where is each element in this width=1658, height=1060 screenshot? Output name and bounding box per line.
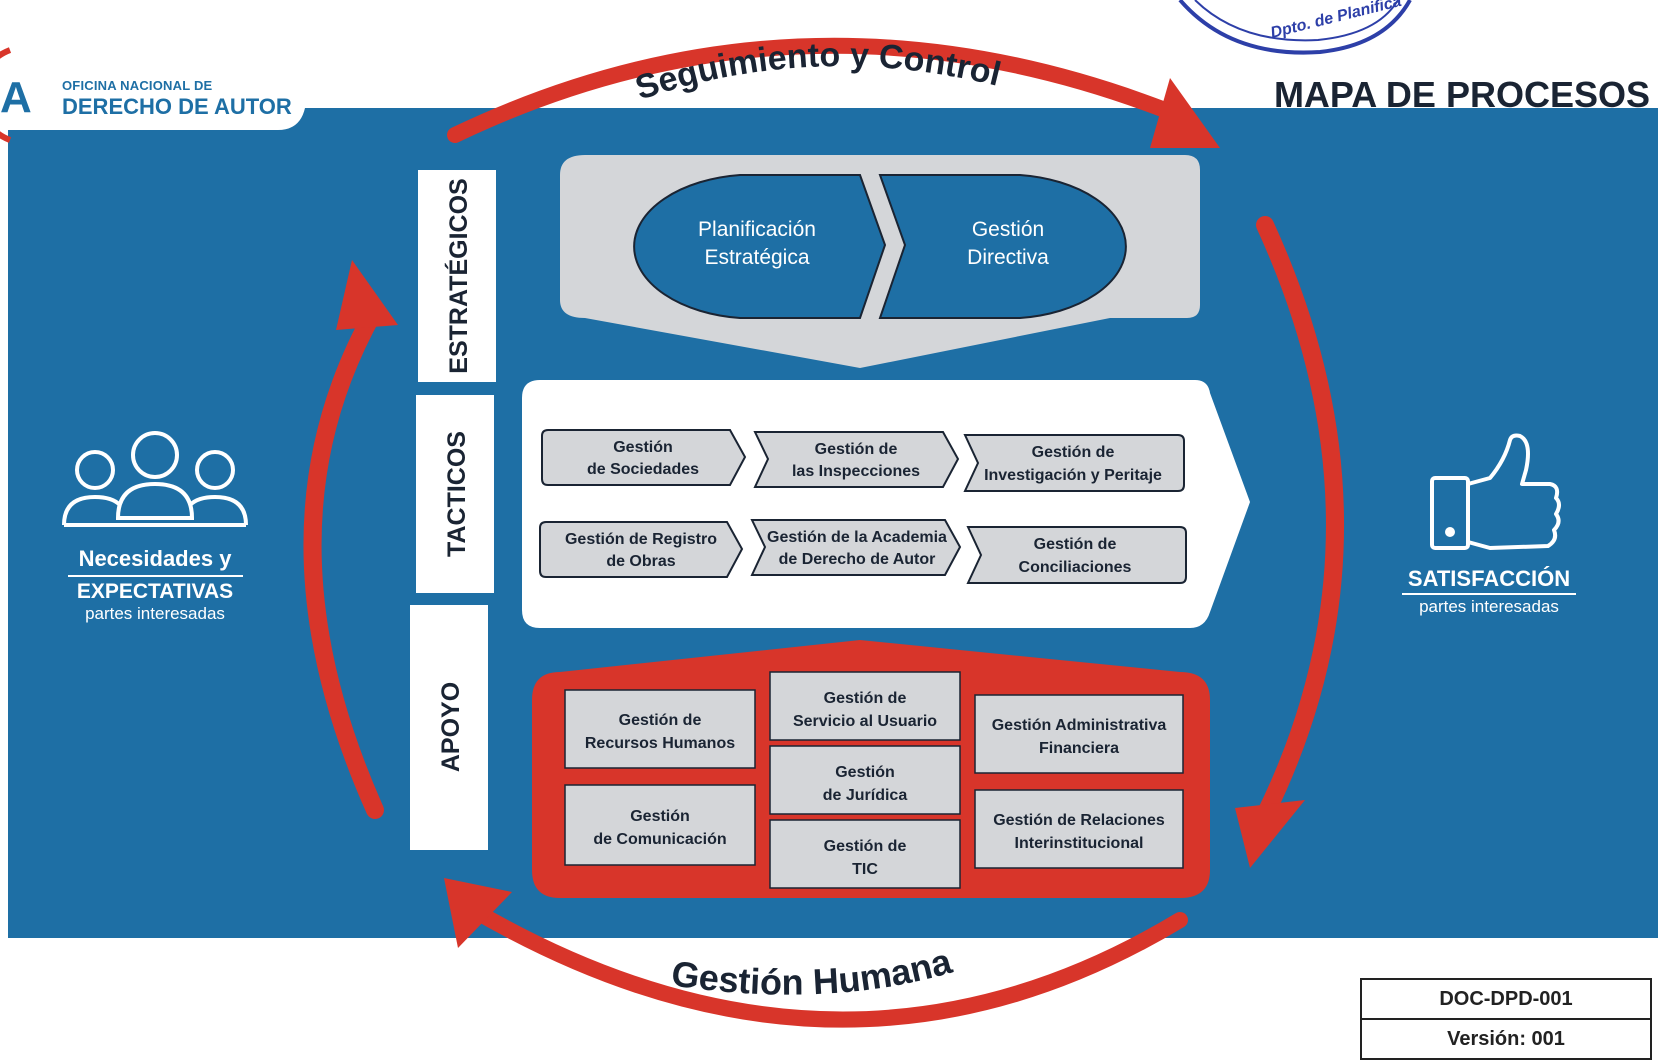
svg-text:de Obras: de Obras — [606, 553, 675, 570]
people-icon — [62, 431, 248, 527]
svg-text:Gestión de Relaciones: Gestión de Relaciones — [993, 812, 1165, 829]
svg-text:TACTICOS: TACTICOS — [443, 431, 471, 557]
svg-text:de Jurídica: de Jurídica — [823, 787, 908, 804]
svg-text:Gestión: Gestión — [613, 439, 673, 456]
process-gestion-sociedades: Gestión de Sociedades — [541, 429, 747, 486]
svg-text:Planificación: Planificación — [698, 218, 816, 241]
svg-text:Gestión de la Academia: Gestión de la Academia — [767, 529, 947, 546]
needs-title-line1: Necesidades y — [79, 546, 233, 571]
svg-text:Financiera: Financiera — [1039, 740, 1119, 757]
svg-text:Gestión: Gestión — [835, 764, 895, 781]
logo-mark: A — [0, 47, 32, 143]
svg-text:Investigación y Peritaje: Investigación y Peritaje — [984, 467, 1162, 484]
process-gestion-conciliaciones: Gestión de Conciliaciones — [966, 526, 1187, 584]
page-title: MAPA DE PROCESOS — [1273, 74, 1650, 115]
process-gestion-registro-obras: Gestión de Registro de Obras — [539, 521, 744, 578]
document-info-box: DOC-DPD-001 Versión: 001 — [1360, 978, 1652, 1060]
svg-text:A: A — [0, 73, 32, 122]
stamp: Dpto. de Planifica — [1178, 0, 1412, 55]
svg-text:ESTRATÉGICOS: ESTRATÉGICOS — [444, 178, 473, 373]
svg-text:Gestión de: Gestión de — [824, 838, 907, 855]
process-gestion-directiva: Gestión Directiva — [878, 174, 1127, 319]
svg-text:TIC: TIC — [852, 861, 878, 878]
svg-text:Gestión de: Gestión de — [1032, 444, 1115, 461]
process-gestion-administrativa-financiera: Gestión Administrativa Financiera — [974, 694, 1184, 774]
svg-text:Estratégica: Estratégica — [704, 246, 809, 269]
tacticos-container — [522, 380, 1250, 628]
svg-text:Gestión: Gestión — [630, 808, 690, 825]
process-gestion-recursos-humanos: Gestión de Recursos Humanos — [564, 689, 756, 769]
svg-text:Gestión de: Gestión de — [619, 712, 702, 729]
process-gestion-relaciones-interinstitucional: Gestión de Relaciones Interinstitucional — [974, 789, 1184, 869]
svg-text:Gestión: Gestión — [972, 218, 1044, 241]
process-gestion-academia: Gestión de la Academia de Derecho de Aut… — [750, 519, 962, 576]
satisfaction-subtitle: partes interesadas — [1419, 597, 1559, 616]
process-gestion-comunicacion: Gestión de Comunicación — [564, 784, 756, 866]
svg-text:las Inspecciones: las Inspecciones — [792, 463, 920, 480]
section-label-apoyo: APOYO — [410, 605, 488, 850]
satisfaction-title: SATISFACCIÓN — [1408, 566, 1570, 591]
svg-text:Gestión Administrativa: Gestión Administrativa — [992, 717, 1167, 734]
svg-text:Servicio al Usuario: Servicio al Usuario — [793, 713, 937, 730]
svg-text:Recursos Humanos: Recursos Humanos — [585, 735, 735, 752]
document-code: DOC-DPD-001 — [1439, 988, 1573, 1010]
svg-text:Gestión de Registro: Gestión de Registro — [565, 531, 717, 548]
document-version: Versión: 001 — [1362, 1018, 1650, 1058]
section-label-tacticos: TACTICOS — [416, 395, 494, 593]
svg-text:de Derecho de Autor: de Derecho de Autor — [779, 551, 936, 568]
svg-text:Gestión de: Gestión de — [815, 441, 898, 458]
thumbs-up-icon — [1430, 433, 1561, 550]
process-gestion-servicio-usuario: Gestión de Servicio al Usuario — [769, 671, 961, 741]
svg-text:APOYO: APOYO — [437, 682, 465, 772]
process-gestion-investigacion-peritaje: Gestión de Investigación y Peritaje — [963, 434, 1185, 492]
needs-subtitle: partes interesadas — [85, 604, 225, 623]
svg-text:de Sociedades: de Sociedades — [587, 461, 699, 478]
arc-label-gestion-humana: Gestión Humana — [669, 940, 957, 1003]
process-planificacion-estrategica: Planificación Estratégica — [633, 174, 887, 319]
svg-text:de Comunicación: de Comunicación — [593, 831, 726, 848]
svg-text:Dpto. de Planifica: Dpto. de Planifica — [1269, 0, 1403, 42]
org-name-line1: Oficina Nacional de — [62, 78, 213, 93]
needs-title-line2: EXPECTATIVAS — [77, 580, 233, 603]
svg-text:Conciliaciones: Conciliaciones — [1019, 559, 1132, 576]
cycle-arrowheads — [336, 78, 1305, 948]
svg-text:Gestión de: Gestión de — [824, 690, 907, 707]
process-gestion-tic: Gestión de TIC — [769, 819, 961, 889]
svg-text:Gestión de: Gestión de — [1034, 536, 1117, 553]
process-gestion-inspecciones: Gestión de las Inspecciones — [753, 431, 960, 488]
svg-text:Directiva: Directiva — [967, 246, 1049, 269]
svg-text:Interinstitucional: Interinstitucional — [1015, 835, 1144, 852]
cycle-arrows — [303, 37, 1344, 1028]
section-label-estrategicos: ESTRATÉGICOS — [418, 170, 496, 382]
process-gestion-juridica: Gestión de Jurídica — [769, 745, 961, 815]
org-name-line2: Derecho de Autor — [62, 94, 292, 119]
